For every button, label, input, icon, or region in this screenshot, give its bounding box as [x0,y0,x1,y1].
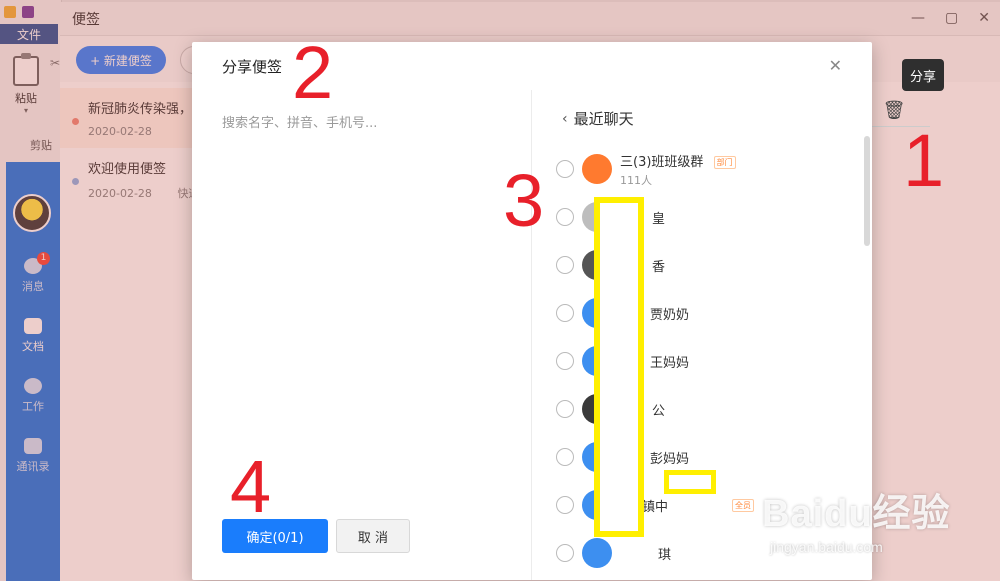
step-number-2: 2 [292,31,334,114]
scrollbar[interactable] [864,136,870,246]
select-radio[interactable] [556,304,574,322]
quick-access-bar [0,0,61,24]
app-icon [4,6,16,18]
contact-name: 三(3)班班级群 [620,154,704,170]
sidebar-item-label: 文档 [22,340,44,353]
select-radio[interactable] [556,256,574,274]
note-date: 2020-02-28 [88,187,152,200]
tag-badge: 全员 [732,498,755,512]
sidebar-item-label: 工作 [22,400,44,413]
trash-icon[interactable]: 🗑 [882,99,906,121]
select-radio[interactable] [556,400,574,418]
contact-name: 镇中 [642,499,669,515]
tag-badge: 部门 [713,155,736,169]
note-title: 新冠肺炎传染强， [88,102,193,117]
sidebar-item-work[interactable]: 工作 [6,378,60,414]
recent-chats-header[interactable]: ‹ 最近聊天 [562,108,634,129]
cancel-button[interactable]: 取 消 [336,519,410,553]
select-radio[interactable] [556,544,574,562]
contact-name: 王妈妈 [650,355,690,371]
contact-name: 琪 [658,547,672,563]
sidebar-item-label: 消息 [22,280,44,293]
share-tooltip: 分享 [902,59,944,91]
notes-titlebar: 便签 [60,2,1000,36]
contact-name-row: 三(3)班班级群 部门 [620,151,736,170]
contact-name: 公 [652,403,666,419]
save-icon[interactable] [22,6,34,18]
note-date: 2020-02-28 [88,125,152,138]
contact-item[interactable]: 琪 [556,529,856,577]
watermark-brand: Baidu经验 [762,493,951,535]
sidebar-item-contacts[interactable]: 通讯录 [6,438,60,474]
window-title: 便签 [72,11,100,28]
recent-chats-label: 最近聊天 [573,110,634,128]
note-title: 欢迎使用便签 [88,162,167,177]
avatar [582,538,612,568]
paste-label: 粘贴 [15,92,37,105]
redaction-box [594,197,644,537]
messaging-sidebar: 1 消息 文档 工作 通讯录 [6,162,60,581]
redaction-box [664,470,716,494]
baidu-watermark: Baidu经验 jingyan.baidu.com [762,482,951,555]
step-number-4: 4 [230,445,272,528]
sidebar-item-docs[interactable]: 文档 [6,318,60,354]
folder-icon [24,318,42,334]
member-count: 111人 [620,173,652,187]
select-radio[interactable] [556,160,574,178]
select-radio[interactable] [556,496,574,514]
select-radio[interactable] [556,352,574,370]
chat-icon: 1 [24,252,50,274]
sidebar-item-messages[interactable]: 1 消息 [6,252,60,294]
step-number-1: 1 [903,119,945,202]
contacts-book-icon [24,438,42,454]
note-dot [72,178,79,185]
window-controls: — ▢ ✕ [911,10,990,26]
watermark-url: jingyan.baidu.com [770,539,883,555]
close-icon[interactable]: ✕ [828,56,842,75]
note-dot [72,118,79,125]
select-radio[interactable] [556,208,574,226]
step-number-3: 3 [503,159,545,242]
close-icon[interactable]: ✕ [978,10,990,26]
chevron-left-icon: ‹ [562,110,568,127]
user-avatar[interactable] [13,194,51,232]
search-input[interactable]: 搜索名字、拼音、手机号... [222,116,378,131]
cut-icon[interactable]: ✂ [50,56,61,70]
sidebar-item-label: 通讯录 [16,460,50,473]
contact-text: 三(3)班班级群 部门 111人 [620,151,736,188]
new-note-button[interactable]: + 新建便签 [76,46,166,74]
contact-name: 贾奶奶 [650,307,690,323]
contact-name: 彭妈妈 [650,451,690,467]
dialog-title: 分享便签 [222,57,283,76]
maximize-icon[interactable]: ▢ [945,10,959,26]
clipboard-icon [13,53,39,86]
group-avatar [582,154,612,184]
select-radio[interactable] [556,448,574,466]
file-tab[interactable]: 文件 [0,24,58,44]
contact-name: 香 [652,259,666,275]
paste-button[interactable]: 粘贴 ▾ [6,53,46,115]
confirm-button[interactable]: 确定(0/1) [222,519,328,553]
contact-name: 皇 [652,211,666,227]
dialog-header: 分享便签 ✕ [192,42,872,90]
clipboard-group-label: 剪贴 [30,139,52,152]
chevron-down-icon: ▾ [23,106,28,115]
minimize-icon[interactable]: — [911,10,926,26]
contact-item[interactable]: 三(3)班班级群 部门 111人 [556,145,856,193]
apps-grid-icon [24,378,42,394]
dialog-left-pane: 搜索名字、拼音、手机号... 确定(0/1) 取 消 [192,90,532,580]
unread-badge: 1 [37,252,50,265]
